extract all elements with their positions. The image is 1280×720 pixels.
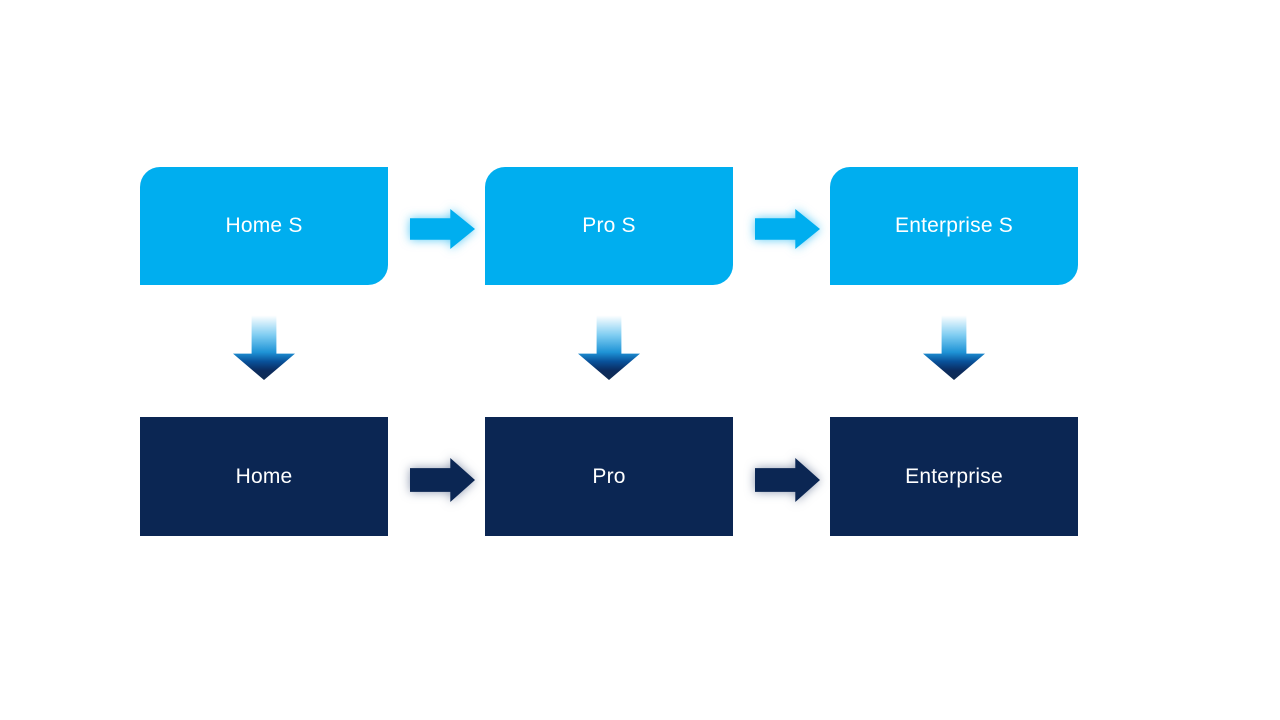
- shape-home-label: Home: [235, 464, 293, 488]
- shape-pro: Pro: [485, 417, 733, 536]
- shape-home-s: Home S: [140, 167, 388, 285]
- shape-enterprise-label: Enterprise: [905, 464, 1003, 488]
- shape-enterprise-s: Enterprise S: [830, 167, 1078, 285]
- right-arrow-shape: [755, 209, 820, 249]
- shape-home-s-label: Home S: [225, 214, 303, 237]
- right-arrow-icon: [755, 458, 820, 502]
- down-arrow-icon: [233, 314, 295, 380]
- shape-enterprise-s-label: Enterprise S: [895, 214, 1013, 237]
- shape-pro-label: Pro: [592, 464, 626, 488]
- right-arrow-icon: [410, 209, 475, 249]
- right-arrow-shape: [755, 458, 820, 502]
- right-arrow-icon: [410, 458, 475, 502]
- shape-home: Home: [140, 417, 388, 536]
- right-arrow-shape: [410, 209, 475, 249]
- shape-pro-s: Pro S: [485, 167, 733, 285]
- down-arrow-icon: [923, 314, 985, 380]
- right-arrow-shape: [410, 458, 475, 502]
- down-arrow-icon: [578, 314, 640, 380]
- right-arrow-icon: [755, 209, 820, 249]
- shape-enterprise: Enterprise: [830, 417, 1078, 536]
- shape-pro-s-label: Pro S: [582, 214, 636, 237]
